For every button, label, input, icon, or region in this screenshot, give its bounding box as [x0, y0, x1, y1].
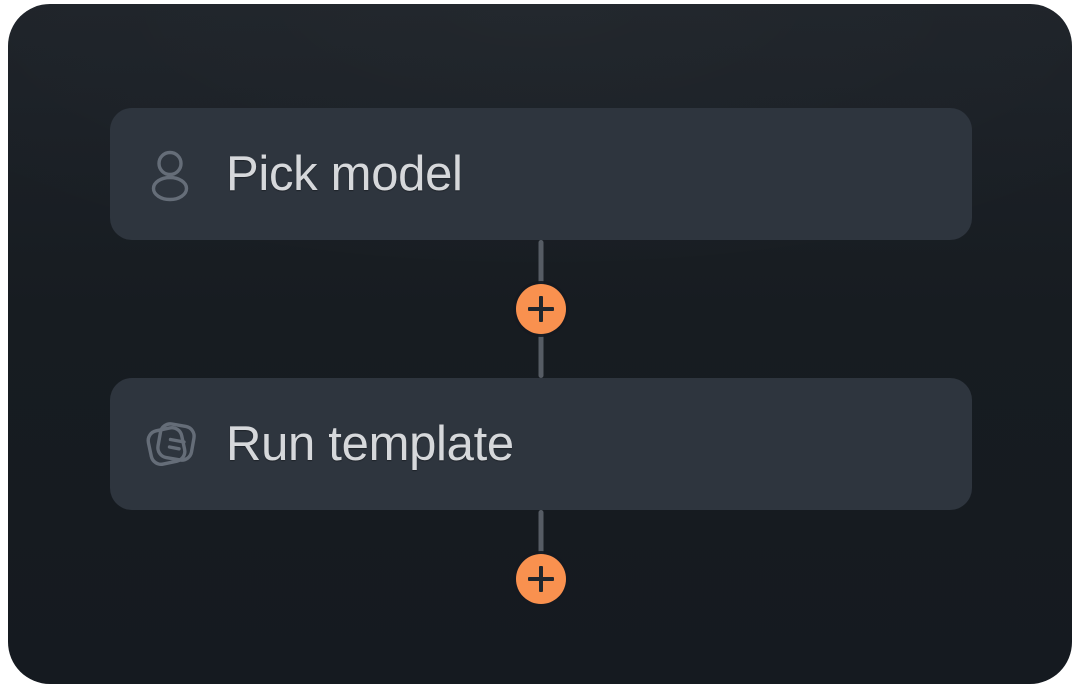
workflow-panel: Pick model Run template [8, 4, 1072, 684]
plus-icon [528, 566, 554, 592]
add-step-button[interactable] [516, 284, 566, 334]
plus-icon [528, 296, 554, 322]
workflow-step-pick-model[interactable]: Pick model [110, 108, 972, 240]
workflow-step-label: Run template [226, 417, 514, 471]
connector-line [538, 510, 544, 558]
add-step-button[interactable] [516, 554, 566, 604]
workflow-step-run-template[interactable]: Run template [110, 378, 972, 510]
workflow-connector [110, 240, 972, 378]
workflow-step-label: Pick model [226, 147, 463, 201]
template-icon [138, 412, 202, 476]
workflow-step-list: Pick model Run template [110, 108, 972, 648]
workflow-connector [110, 510, 972, 648]
user-icon [138, 142, 202, 206]
